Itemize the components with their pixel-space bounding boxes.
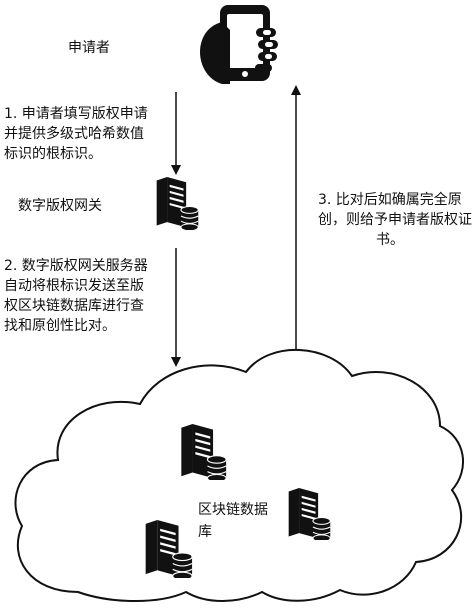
step2-line: 自动将根标识发送至版 xyxy=(4,278,144,294)
step2-line: 权区块链数据库进行查 xyxy=(4,298,144,314)
step2-line: 找和原创性比对。 xyxy=(4,318,116,334)
gateway-server-icon xyxy=(156,176,199,230)
cloud-icon xyxy=(14,349,465,602)
blockchain-label-line1: 区块链数据 xyxy=(198,502,268,518)
hand-holding-phone-icon xyxy=(200,5,278,84)
gateway-label: 数字版权网关 xyxy=(18,198,102,214)
step2-line: 2. 数字版权网关服务器 xyxy=(4,258,148,274)
applicant-label: 申请者 xyxy=(68,40,110,56)
step3-line: 书。 xyxy=(376,232,404,248)
blockchain-label-line2: 库 xyxy=(198,524,212,540)
step1-line: 1. 申请者填写版权申请 xyxy=(4,106,148,122)
step3-line: 3. 比对后如确属完全原 xyxy=(318,192,462,208)
step1-line: 标识的根标识。 xyxy=(4,146,102,162)
step3-line: 创，则给予申请者版权证 xyxy=(318,212,472,228)
step1-line: 并提供多级式哈希数值 xyxy=(4,126,144,142)
